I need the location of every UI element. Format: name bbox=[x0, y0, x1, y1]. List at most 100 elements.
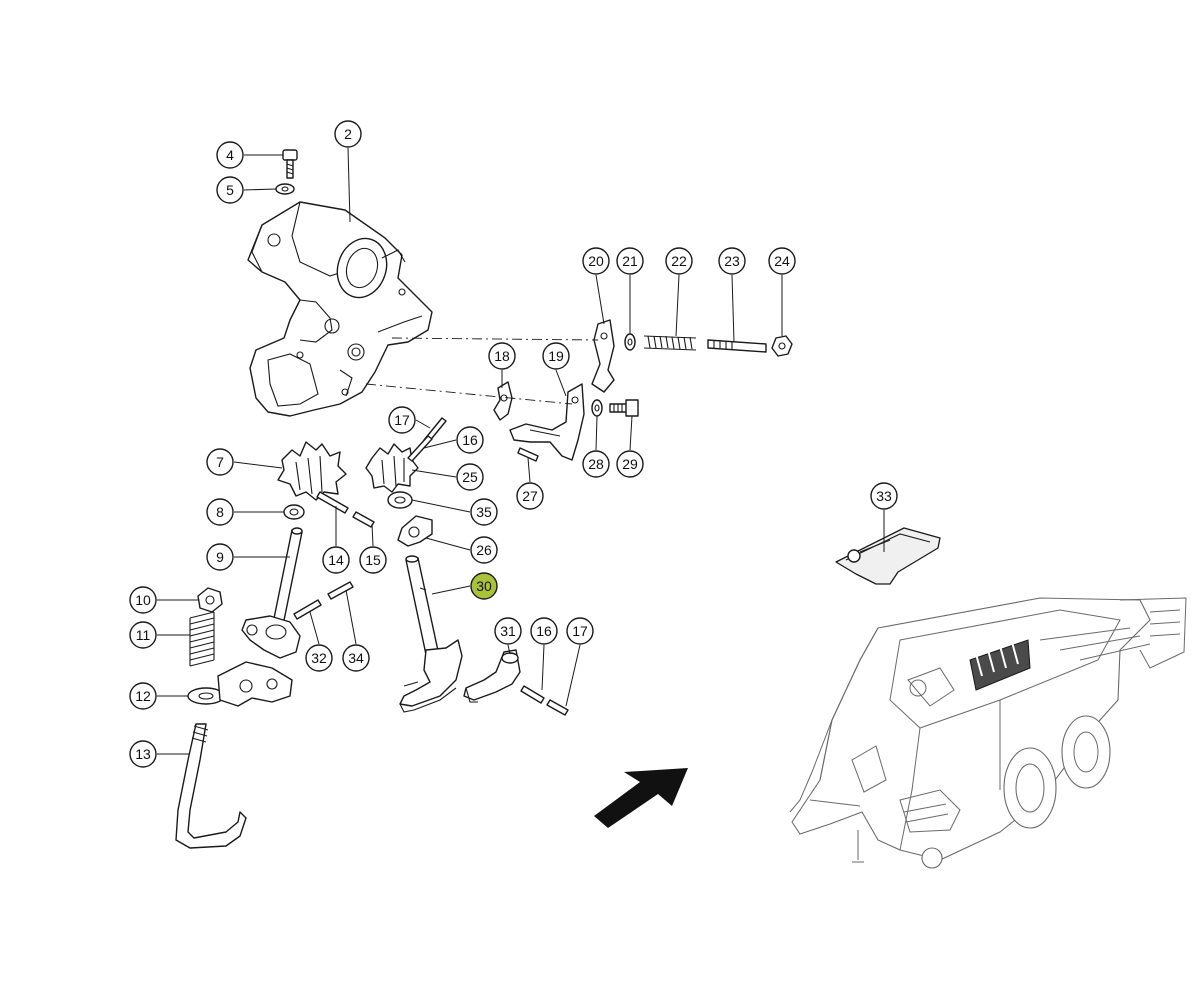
washer-part-35 bbox=[387, 491, 413, 509]
bolt-part-23 bbox=[707, 339, 767, 353]
callout-2[interactable]: 2 bbox=[334, 120, 362, 148]
svg-text:21: 21 bbox=[622, 253, 638, 269]
callout-30-highlight bbox=[470, 572, 498, 600]
svg-text:25: 25 bbox=[462, 469, 478, 485]
svg-text:17: 17 bbox=[394, 412, 410, 428]
svg-text:18: 18 bbox=[494, 348, 510, 364]
svg-text:30: 30 bbox=[476, 578, 492, 594]
hook-part-13 bbox=[175, 723, 247, 849]
washer-part-21 bbox=[624, 333, 636, 351]
callout-17-upper[interactable]: 17 bbox=[388, 406, 416, 434]
bracket-part-18 bbox=[493, 381, 513, 421]
svg-text:31: 31 bbox=[500, 623, 516, 639]
callout-7[interactable]: 7 bbox=[206, 448, 234, 476]
gear-part-7 bbox=[277, 441, 347, 501]
svg-text:20: 20 bbox=[588, 253, 604, 269]
callout-19[interactable]: 19 bbox=[542, 342, 570, 370]
callout-8[interactable]: 8 bbox=[206, 498, 234, 526]
shaft-part-30 bbox=[399, 555, 463, 713]
plate-part-19 bbox=[509, 383, 585, 461]
svg-text:2: 2 bbox=[344, 126, 352, 142]
nut-part-10 bbox=[197, 587, 223, 613]
svg-text:7: 7 bbox=[216, 454, 224, 470]
callout-32[interactable]: 32 bbox=[305, 644, 333, 672]
bracket-part-12 bbox=[187, 661, 293, 707]
gear-part-25 bbox=[365, 443, 419, 493]
callout-23[interactable]: 23 bbox=[718, 247, 746, 275]
callout-31[interactable]: 31 bbox=[494, 617, 522, 645]
callout-12[interactable]: 12 bbox=[129, 682, 157, 710]
svg-text:19: 19 bbox=[548, 348, 564, 364]
svg-text:12: 12 bbox=[135, 688, 151, 704]
pin-part-16-upper bbox=[407, 435, 433, 462]
callout-18[interactable]: 18 bbox=[488, 342, 516, 370]
housing-part bbox=[247, 201, 433, 417]
svg-text:16: 16 bbox=[536, 623, 552, 639]
callout-15[interactable]: 15 bbox=[359, 546, 387, 574]
nut-part-24 bbox=[771, 335, 793, 357]
svg-text:26: 26 bbox=[476, 542, 492, 558]
spring-part-22 bbox=[643, 335, 697, 351]
svg-text:22: 22 bbox=[671, 253, 687, 269]
spring-part-11 bbox=[189, 611, 215, 667]
washer-part-28 bbox=[591, 399, 603, 417]
callout-28[interactable]: 28 bbox=[582, 450, 610, 478]
pin-part-32 bbox=[293, 599, 322, 620]
callout-16-lower[interactable]: 16 bbox=[530, 617, 558, 645]
callout-25[interactable]: 25 bbox=[456, 463, 484, 491]
svg-text:24: 24 bbox=[774, 253, 790, 269]
shaft-part-9 bbox=[241, 527, 303, 659]
svg-text:4: 4 bbox=[226, 147, 234, 163]
callout-11[interactable]: 11 bbox=[129, 621, 157, 649]
callout-30[interactable]: 30 bbox=[470, 572, 498, 600]
svg-text:32: 32 bbox=[311, 650, 327, 666]
lever-part-31 bbox=[463, 649, 521, 703]
pin-part-27 bbox=[517, 447, 539, 462]
washer-part-8 bbox=[283, 504, 305, 520]
baler-overview-illustration bbox=[789, 597, 1187, 869]
leader-lines bbox=[157, 147, 885, 755]
callout-5[interactable]: 5 bbox=[216, 176, 244, 204]
callout-16-upper[interactable]: 16 bbox=[456, 426, 484, 454]
washer-part-5 bbox=[275, 183, 295, 195]
svg-text:10: 10 bbox=[135, 592, 151, 608]
pin-part-16-lower bbox=[520, 685, 545, 704]
callout-33[interactable]: 33 bbox=[870, 482, 898, 510]
callout-27[interactable]: 27 bbox=[516, 482, 544, 510]
callout-4[interactable]: 4 bbox=[216, 141, 244, 169]
callout-17-lower[interactable]: 17 bbox=[566, 617, 594, 645]
callout-20[interactable]: 20 bbox=[582, 247, 610, 275]
pin-part-14 bbox=[316, 491, 349, 514]
pin-part-34 bbox=[327, 581, 354, 600]
callout-9[interactable]: 9 bbox=[206, 543, 234, 571]
plate-part-33 bbox=[835, 527, 941, 585]
svg-text:33: 33 bbox=[876, 488, 892, 504]
callout-21[interactable]: 21 bbox=[616, 247, 644, 275]
callout-26[interactable]: 26 bbox=[470, 536, 498, 564]
svg-text:15: 15 bbox=[365, 552, 381, 568]
callout-14[interactable]: 14 bbox=[322, 546, 350, 574]
callout-10[interactable]: 10 bbox=[129, 586, 157, 614]
callout-13[interactable]: 13 bbox=[129, 740, 157, 768]
bolt-part-4 bbox=[282, 149, 298, 179]
svg-text:17: 17 bbox=[572, 623, 588, 639]
plate-part-20 bbox=[591, 319, 615, 393]
svg-text:11: 11 bbox=[136, 627, 151, 643]
svg-text:34: 34 bbox=[348, 650, 364, 666]
alignment-lines bbox=[365, 337, 599, 405]
svg-text:27: 27 bbox=[522, 488, 538, 504]
callout-24[interactable]: 24 bbox=[768, 247, 796, 275]
svg-text:13: 13 bbox=[135, 746, 151, 762]
svg-text:14: 14 bbox=[328, 552, 344, 568]
pin-part-17-lower bbox=[546, 699, 569, 716]
pin-part-15 bbox=[352, 511, 375, 528]
svg-text:8: 8 bbox=[216, 504, 224, 520]
callout-34[interactable]: 34 bbox=[342, 644, 370, 672]
svg-text:29: 29 bbox=[622, 456, 638, 472]
callout-22[interactable]: 22 bbox=[665, 247, 693, 275]
svg-text:16: 16 bbox=[462, 432, 478, 448]
callout-29[interactable]: 29 bbox=[616, 450, 644, 478]
callout-35[interactable]: 35 bbox=[470, 498, 498, 526]
bolt-part-29 bbox=[609, 399, 639, 417]
